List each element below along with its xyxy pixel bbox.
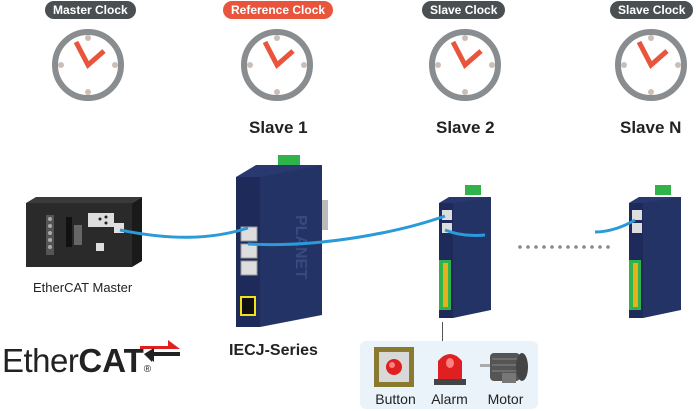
svg-text:PLANET: PLANET: [292, 215, 309, 279]
logo-cat-text: CAT: [78, 342, 144, 379]
ethercat-master-caption: EtherCAT Master: [33, 280, 133, 295]
cable-to-slaven: [594, 218, 636, 234]
io-connection-line: [442, 322, 443, 342]
slave-clock-badge-n: Slave Clock: [610, 1, 694, 19]
master-clock-badge: Master Clock: [45, 1, 136, 19]
cable-slave2-out: [444, 228, 486, 237]
ethercat-logo: EtherCAT®: [2, 342, 151, 382]
slave-2-label: Slave 2: [436, 118, 495, 137]
io-alarm: Alarm: [422, 341, 477, 409]
slave-clock-badge-2: Slave Clock: [422, 1, 506, 19]
io-button: Button: [368, 341, 423, 409]
button-label: Button: [375, 391, 416, 407]
iecj-series-caption: IECJ-Series: [229, 342, 318, 359]
alarm-label: Alarm: [431, 391, 468, 407]
master-clock-icon: [52, 29, 124, 101]
io-motor: Motor: [478, 341, 533, 409]
slave-2-clock-icon: [429, 29, 501, 101]
slave-n-label: Slave N: [620, 118, 682, 137]
iecj-switch-device: PLANET: [236, 155, 328, 327]
slave-n-clock-icon: [615, 29, 687, 101]
slave-1-label: Slave 1: [249, 118, 308, 137]
push-button-icon: [374, 347, 414, 387]
cable-master-to-slave1: [119, 226, 249, 239]
cable-slave1-to-slave2: [247, 214, 446, 247]
motor-label: Motor: [487, 391, 524, 407]
ethercat-master-device: [26, 197, 142, 267]
alarm-light-icon: [434, 354, 466, 385]
reference-clock-badge: Reference Clock: [223, 1, 334, 19]
slave-n-device: [629, 185, 681, 318]
ethercat-arrows-icon: [140, 340, 180, 362]
reference-clock-icon: [241, 29, 313, 101]
io-devices-panel: Button Alarm Motor: [360, 341, 538, 409]
logo-registered-mark: ®: [143, 364, 152, 375]
motor-icon: [480, 353, 528, 383]
logo-ether-text: Ether: [2, 342, 79, 379]
continuation-dots: [518, 245, 610, 249]
